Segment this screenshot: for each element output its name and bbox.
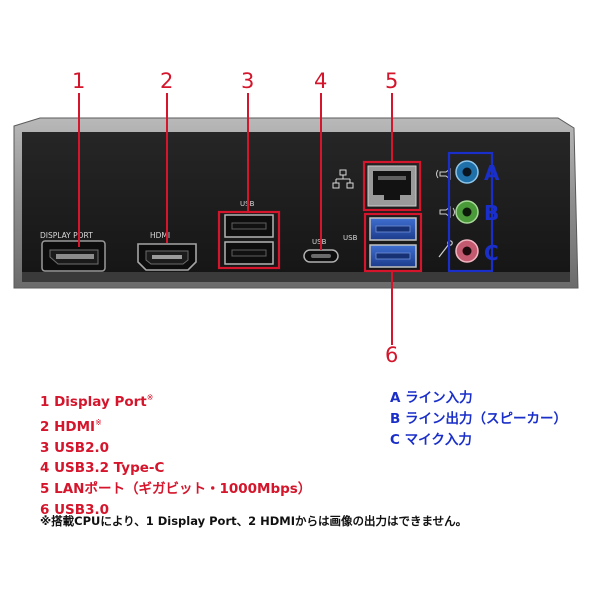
legend-item-line-in: A ライン入力 [390,390,473,406]
usb3-ports: USB [343,217,417,268]
legend-item-hdmi: 2 HDMI※ [40,417,102,435]
audio-callout-c: C [484,241,499,265]
usb-c-panel-label: USB [312,238,327,246]
legend-item-usb-c: 4 USB3.2 Type-C [40,460,165,477]
hdmi-port: HDMI [137,231,197,271]
callout-number-2: 2 [160,69,174,93]
network-icon [332,169,354,189]
audio-callout-b: B [484,201,499,225]
callout-number-5: 5 [385,69,399,93]
legend-item-lan: 5 LANポート（ギガビット・1000Mbps） [40,481,312,498]
legend-item-mic: C マイク入力 [390,431,472,448]
displayport-panel-label: DISPLAY PORT [40,231,93,240]
usb3-panel-label: USB [343,234,358,242]
audio-highlight-box [447,151,494,273]
legend-item-usb3: 6 USB3.0 [40,501,109,518]
callout-number-4: 4 [314,69,328,93]
hdmi-panel-label: HDMI [150,231,170,240]
callout-number-6: 6 [385,343,399,367]
audio-jacks [436,160,479,263]
legend-item-line-out: B ライン出力（スピーカー） [390,410,567,427]
usb-type-c-port: USB [303,238,339,263]
audio-callout-a: A [484,161,500,185]
callout-number-1: 1 [72,69,86,93]
displayport-port: DISPLAY PORT [40,231,106,272]
footnote: ※搭載CPUにより、1 Display Port、2 HDMIからは画像の出力は… [40,514,468,528]
legend-item-displayport: 1 Display Port※ [40,393,154,410]
callout-number-3: 3 [241,69,255,93]
port-legend: 1 Display Port※ 2 HDMI※ 3 USB2.0 4 USB3.… [40,388,311,521]
lan-port [332,165,417,207]
audio-legend: A ライン入力 B ライン出力（スピーカー） C マイク入力 [390,388,567,450]
legend-item-usb2: 3 USB2.0 [40,439,109,456]
io-shield-photo: DISPLAY PORT HDMI USB USB [13,93,579,345]
shield-plate [22,132,570,282]
